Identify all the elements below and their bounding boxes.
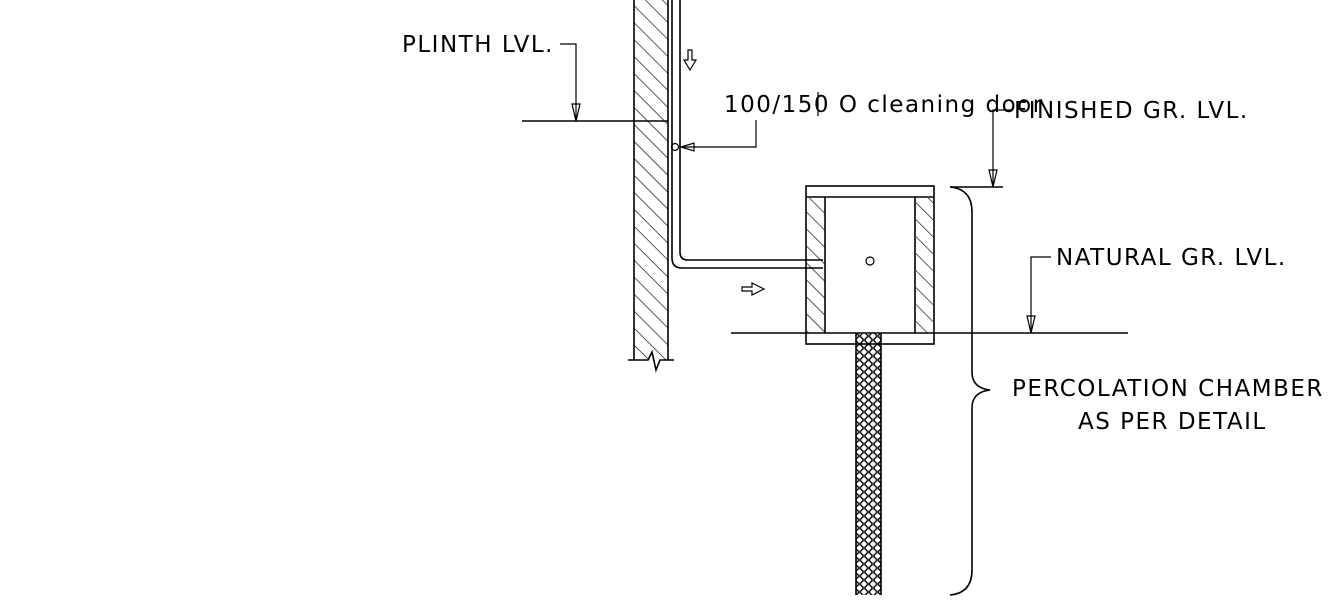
- flow-right-arrow: [741, 282, 766, 296]
- down-pipe: [670, 0, 823, 269]
- cleaning-door-leader: 100/150 O cleaning door: [678, 92, 1044, 152]
- building-wall: [628, 0, 674, 373]
- plinth-level-label: PLINTH LVL.: [402, 32, 554, 58]
- plinth-level-marker: PLINTH LVL.: [402, 32, 668, 122]
- percolation-brace: [949, 186, 991, 596]
- percolation-chamber-label-line2: AS PER DETAIL: [1078, 409, 1267, 435]
- percolation-chamber: [805, 185, 935, 345]
- percolation-shaft: [855, 333, 882, 595]
- natural-ground-level-label: NATURAL GR. LVL.: [1056, 245, 1287, 271]
- flow-down-arrow: [682, 49, 698, 72]
- percolation-chamber-label-line1: PERCOLATION CHAMBER: [1012, 376, 1324, 402]
- finished-ground-level-label: FINISHED GR. LVL.: [1014, 98, 1249, 124]
- cleaning-door-label: 100/150 O cleaning door: [724, 92, 1044, 118]
- finished-ground-level-marker: FINISHED GR. LVL.: [950, 98, 1249, 188]
